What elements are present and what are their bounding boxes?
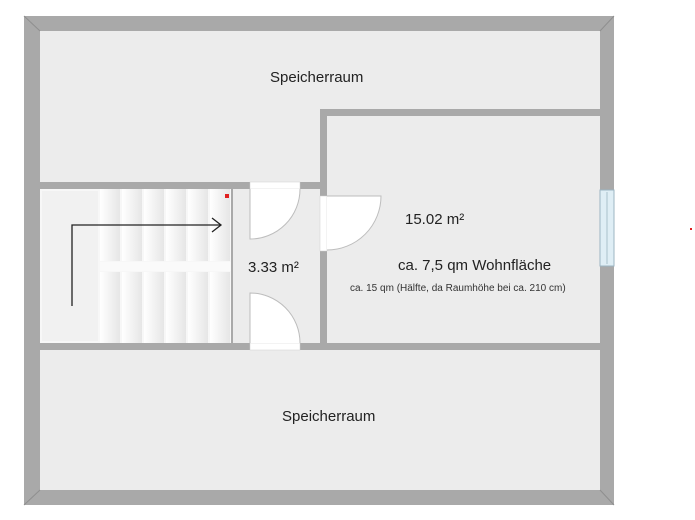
middle-wall-bottom — [40, 343, 600, 350]
living-space-label: ca. 7,5 qm Wohnfläche — [398, 257, 552, 274]
room-top-wall — [320, 109, 600, 116]
storage-top-label: Speicherraum — [270, 69, 364, 86]
corner-br — [599, 489, 615, 506]
door-opening-room — [319, 195, 328, 252]
corner-tl — [23, 15, 41, 32]
room-area-label: 15.02 m² — [405, 211, 465, 228]
stair-tread — [122, 272, 142, 343]
door-swing-top — [249, 188, 301, 240]
corner-tr — [599, 15, 615, 32]
stair-tread — [144, 272, 164, 343]
marker — [225, 194, 229, 198]
stair-arrow-head — [211, 217, 223, 233]
stair-landing-left — [42, 191, 98, 341]
stair-tread — [166, 272, 186, 343]
storage-bottom-floor — [40, 350, 600, 490]
stair-tread — [100, 272, 120, 343]
stair-tread — [210, 272, 230, 343]
living-space-note: ca. 15 qm (Hälfte, da Raumhöhe bei ca. 2… — [350, 283, 566, 294]
door-swing-bottom — [249, 292, 301, 344]
stair-walk-line — [71, 224, 220, 306]
middle-wall-top — [40, 182, 320, 189]
staircase — [42, 189, 231, 343]
door-opening-top — [249, 181, 301, 190]
door-swing-room — [326, 195, 382, 251]
hall-area-label: 3.33 m² — [248, 259, 299, 276]
door-opening-bottom — [249, 342, 301, 351]
stair-tread — [188, 272, 208, 343]
room-floor — [327, 116, 600, 343]
stair-landing — [100, 262, 231, 271]
storage-bottom-label: Speicherraum — [282, 408, 376, 425]
stair-hall-wall — [231, 189, 233, 343]
marker-far — [690, 228, 692, 230]
corner-bl — [23, 489, 41, 506]
